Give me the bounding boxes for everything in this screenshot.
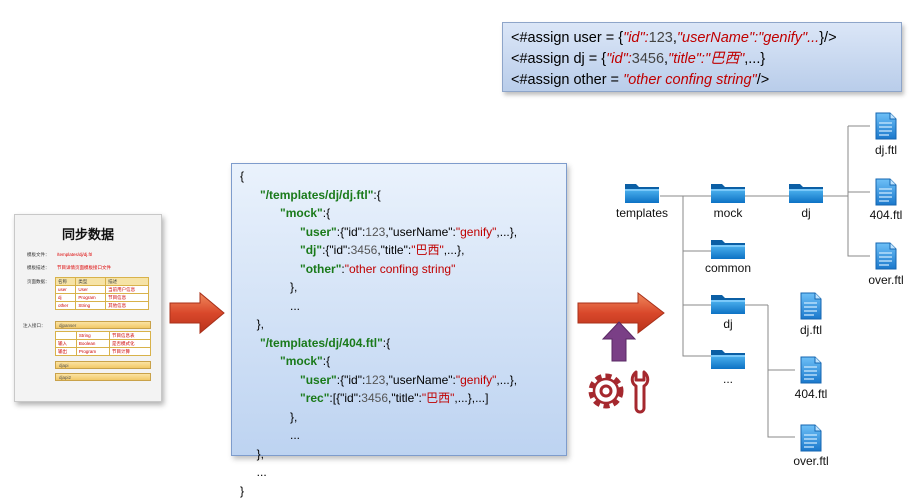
file-icon[interactable] — [876, 179, 896, 205]
diagram-graphics: templates mock dj dj.ftl 404.ftl over.ft… — [0, 0, 922, 475]
folder-label-mock-dj[interactable]: dj — [801, 206, 810, 220]
folder-label-dj[interactable]: dj — [723, 317, 732, 331]
folder-icon[interactable] — [711, 184, 745, 203]
file-icon[interactable] — [801, 357, 821, 383]
file-icon[interactable] — [876, 243, 896, 269]
file-label-over-ftl[interactable]: over.ftl — [793, 454, 828, 468]
file-icon[interactable] — [801, 425, 821, 451]
file-icon[interactable] — [801, 293, 821, 319]
folder-icon[interactable] — [711, 295, 745, 314]
tree-line — [848, 126, 870, 256]
folder-label-templates[interactable]: templates — [616, 206, 668, 220]
file-label-404-ftl[interactable]: 404.ftl — [870, 208, 903, 222]
json-line: } — [240, 482, 566, 500]
folder-label-more[interactable]: ... — [723, 372, 733, 386]
folder-icon[interactable] — [711, 240, 745, 259]
file-label-404-ftl[interactable]: 404.ftl — [795, 387, 828, 401]
tree-line — [768, 305, 795, 437]
up-arrow-icon — [603, 322, 635, 361]
folder-icon[interactable] — [625, 184, 659, 203]
folder-icon[interactable] — [711, 350, 745, 369]
gear-icon — [591, 376, 621, 406]
folder-icon[interactable] — [789, 184, 823, 203]
file-label-dj-ftl[interactable]: dj.ftl — [875, 143, 897, 157]
wrench-icon — [632, 372, 648, 412]
file-label-dj-ftl[interactable]: dj.ftl — [800, 323, 822, 337]
tree-line — [683, 196, 712, 356]
json-text: } — [240, 484, 244, 498]
folder-label-mock[interactable]: mock — [714, 206, 744, 220]
file-label-over-ftl[interactable]: over.ftl — [868, 273, 903, 287]
folder-label-common[interactable]: common — [705, 261, 751, 275]
tree-connectors — [660, 126, 870, 437]
file-icon[interactable] — [876, 113, 896, 139]
right-arrow-icon — [170, 293, 224, 333]
